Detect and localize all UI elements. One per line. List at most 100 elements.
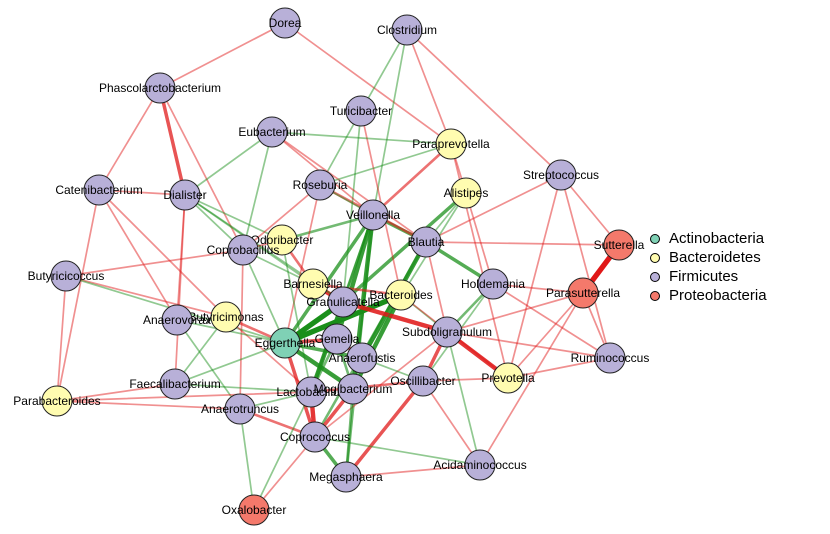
node-label-oxalobacter: Oxalobacter	[222, 503, 287, 517]
node-sutterella: Sutterella	[594, 229, 645, 261]
edge-butyricicoccus-parabacteroides	[56, 275, 67, 402]
edge-blautia-sutterella	[425, 241, 620, 246]
node-parabacteroides: Parabacteroides	[13, 385, 101, 417]
node-coprobacillus: Coprobacillus	[207, 234, 280, 266]
edge-phascolarctobacterium-catenibacterium	[98, 87, 161, 191]
edge-butyricimonas-lactobacillus	[225, 316, 312, 393]
node-circle-bacteroides	[385, 279, 417, 311]
edge-coprococcus-acidaminococcus	[314, 436, 481, 466]
legend-swatch-firmicutes	[650, 271, 660, 282]
edge-clostridium-paraprevotella	[406, 29, 452, 145]
node-circle-blautia	[410, 226, 442, 258]
edge-roseburia-eggerthella	[284, 184, 321, 344]
node-label-dialister: Dialister	[163, 188, 206, 202]
node-holdemania: Holdemania	[461, 268, 525, 300]
node-ruminococcus: Ruminococcus	[571, 342, 649, 374]
edge-alistipes-granulicatella	[341, 191, 468, 304]
node-label-phascolarctobacterium: Phascolarctobacterium	[99, 81, 221, 95]
node-circle-oxalobacter	[238, 494, 270, 526]
node-label-anaerovorax: Anaerovorax	[143, 313, 211, 327]
edge-megasphaera-acidaminococcus	[345, 464, 481, 478]
legend-label-proteobacteria: Proteobacteria	[669, 287, 767, 304]
node-label-barnesiella: Barnesiella	[283, 277, 343, 291]
node-circle-faecalibacterium	[159, 368, 191, 400]
node-circle-anaerofustis	[346, 342, 378, 374]
node-roseburia: Roseburia	[293, 169, 348, 201]
node-circle-holdemania	[477, 268, 509, 300]
node-circle-clostridium	[391, 14, 423, 46]
node-label-clostridium: Clostridium	[377, 23, 437, 37]
edge-butyricicoccus-butyricimonas	[65, 275, 227, 318]
edge-anaerovorax-anaerotruncus	[176, 319, 241, 410]
legend-item-actinobacteria: Actinobacteria	[650, 229, 767, 248]
node-label-paraprevotella: Paraprevotella	[412, 137, 490, 151]
node-phascolarctobacterium: Phascolarctobacterium	[99, 72, 221, 104]
edge-eubacterium-blautia	[271, 131, 427, 243]
node-label-odoribacter: Odoribacter	[251, 233, 314, 247]
node-circle-dialister	[169, 179, 201, 211]
edge-clostridium-veillonella	[372, 29, 408, 216]
node-label-butyricimonas: Butyricimonas	[188, 310, 263, 324]
node-clostridium: Clostridium	[377, 14, 437, 46]
node-circle-dorea	[269, 7, 301, 39]
node-circle-eubacterium	[256, 116, 288, 148]
node-circle-sutterella	[603, 229, 635, 261]
edge-roseburia-coprobacillus	[242, 184, 321, 251]
node-circle-alistipes	[450, 177, 482, 209]
node-circle-butyricicoccus	[50, 260, 82, 292]
node-label-alistipes: Alistipes	[444, 186, 489, 200]
edge-faecalibacterium-parabacteroides	[56, 383, 176, 402]
node-circle-granulicatella	[327, 286, 359, 318]
edge-dialister-odoribacter	[184, 194, 283, 241]
node-oxalobacter: Oxalobacter	[222, 494, 287, 526]
edge-catenibacterium-butyricimonas	[98, 189, 227, 318]
edge-faecalibacterium-eggerthella	[174, 342, 286, 385]
node-circle-acidaminococcus	[464, 449, 496, 481]
node-label-granulicatella: Granulicatella	[306, 295, 380, 309]
edge-blautia-coprococcus	[313, 240, 428, 439]
node-dialister: Dialister	[163, 179, 207, 211]
node-circle-anaerotruncus	[224, 393, 256, 425]
node-label-blautia: Blautia	[408, 235, 445, 249]
node-alistipes: Alistipes	[444, 177, 489, 209]
node-label-mogibacterium: Mogibacterium	[314, 382, 393, 396]
edge-streptococcus-ruminococcus	[560, 174, 611, 359]
node-blautia: Blautia	[408, 226, 445, 258]
node-label-parabacteroides: Parabacteroides	[13, 394, 100, 408]
edge-parasutterella-prevotella	[507, 292, 584, 379]
edge-phascolarctobacterium-dialister	[158, 86, 187, 197]
edge-catenibacterium-anaerovorax	[98, 189, 178, 321]
node-label-sutterella: Sutterella	[594, 238, 645, 252]
node-anaerofustis: Anaerofustis	[329, 342, 396, 374]
edge-faecalibacterium-lactobacillus	[174, 383, 312, 393]
edge-coprococcus-oxalobacter	[253, 436, 316, 511]
edge-eggerthella-veillonella	[283, 213, 375, 345]
node-label-coprobacillus: Coprobacillus	[207, 243, 280, 257]
node-label-acidaminococcus: Acidaminococcus	[433, 458, 526, 472]
node-label-veillonella: Veillonella	[346, 208, 400, 222]
node-odoribacter: Odoribacter	[251, 224, 314, 256]
node-label-dorea: Dorea	[269, 16, 302, 30]
node-label-subdoligranulum: Subdoligranulum	[402, 325, 492, 339]
node-veillonella: Veillonella	[346, 199, 400, 231]
node-label-anaerofustis: Anaerofustis	[329, 351, 396, 365]
edge-parasutterella-subdoligranulum	[446, 292, 584, 333]
node-acidaminococcus: Acidaminococcus	[433, 449, 527, 481]
edge-dorea-paraprevotella	[284, 22, 452, 145]
node-circle-butyricimonas	[210, 301, 242, 333]
legend-item-firmicutes: Firmicutes	[650, 267, 767, 286]
node-label-butyricicoccus: Butyricicoccus	[28, 269, 105, 283]
node-butyricimonas: Butyricimonas	[188, 301, 264, 333]
edge-dorea-phascolarctobacterium	[159, 22, 286, 89]
edge-clostridium-streptococcus	[406, 29, 562, 176]
node-label-megasphaera: Megasphaera	[309, 470, 383, 484]
legend-swatch-actinobacteria	[650, 233, 660, 244]
node-label-holdemania: Holdemania	[461, 277, 525, 291]
edge-granulicatella-subdoligranulum	[340, 299, 450, 335]
edge-parabacteroides-anaerotruncus	[56, 400, 241, 410]
edge-coprobacillus-anaerotruncus	[239, 249, 244, 410]
node-butyricicoccus: Butyricicoccus	[28, 260, 105, 292]
edge-streptococcus-prevotella	[507, 174, 562, 379]
edge-dialister-faecalibacterium	[174, 194, 186, 385]
